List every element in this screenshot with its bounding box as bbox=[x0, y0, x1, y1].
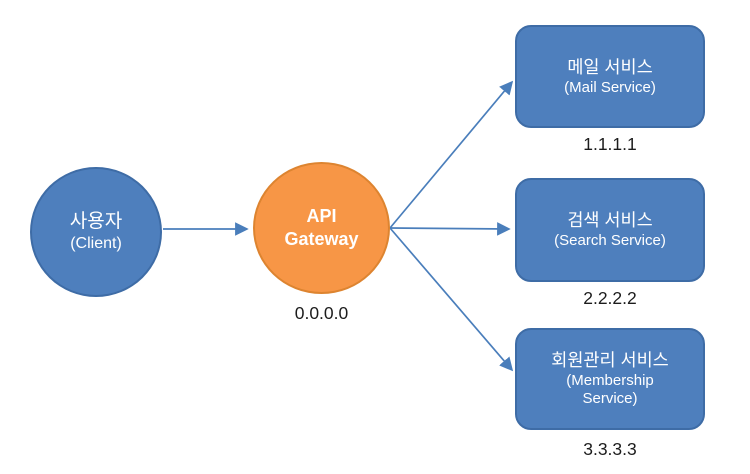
gateway-label-line2: Gateway bbox=[284, 229, 359, 249]
mail-service-node: 메일 서비스 (Mail Service) bbox=[515, 25, 705, 128]
search-service-label-english: (Search Service) bbox=[554, 232, 666, 249]
client-node: 사용자 (Client) bbox=[30, 167, 162, 297]
client-label-korean: 사용자 bbox=[69, 211, 123, 233]
membership-service-label-english: (Membership Service) bbox=[566, 371, 654, 408]
gateway-to-search-arrow bbox=[389, 222, 511, 236]
gateway-label-line1: API bbox=[306, 205, 337, 226]
client-label-english: (Client) bbox=[70, 234, 122, 252]
membership-service-node: 회원관리 서비스 (Membership Service) bbox=[515, 328, 705, 430]
mail-service-label-english: (Mail Service) bbox=[564, 78, 656, 96]
api-gateway-node: API Gateway bbox=[253, 162, 390, 294]
membership-service-label-korean: 회원관리 서비스 bbox=[551, 349, 669, 370]
gateway-ip-label: 0.0.0.0 bbox=[294, 303, 349, 323]
mail-service-label-korean: 메일 서비스 bbox=[567, 56, 653, 77]
search-service-ip-label: 2.2.2.2 bbox=[583, 288, 637, 308]
gateway-to-membership-arrow bbox=[389, 227, 514, 372]
gateway-to-mail-arrow bbox=[389, 80, 514, 229]
search-service-label-korean: 검색 서비스 bbox=[567, 210, 653, 231]
search-service-node: 검색 서비스 (Search Service) bbox=[515, 178, 705, 282]
membership-service-ip-label: 3.3.3.3 bbox=[583, 439, 637, 459]
mail-service-ip-label: 1.1.1.1 bbox=[583, 134, 637, 154]
